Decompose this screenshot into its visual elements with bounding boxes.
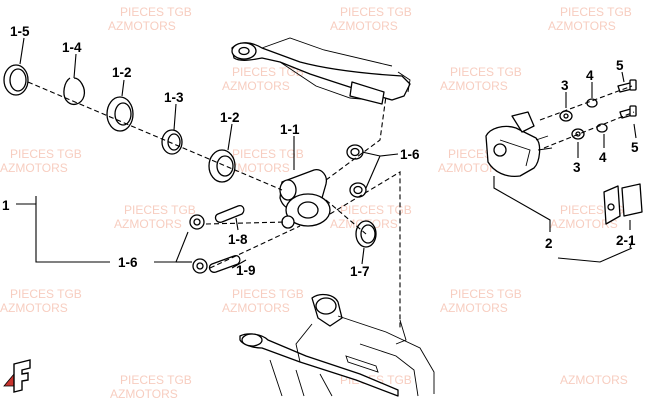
callout-4b: 4: [599, 150, 607, 165]
watermark-text: AZMOTORS: [108, 19, 176, 33]
watermark-text: AZMOTORS: [222, 79, 290, 93]
washer-3a: [559, 110, 573, 122]
cap-1-6c: [189, 214, 205, 230]
assembly-axis-lines: [27, 81, 401, 330]
cap-1-6a: [346, 144, 364, 160]
watermark-text: AZMOTORS: [438, 161, 506, 175]
bolt-5b: [619, 105, 637, 119]
callout-1-2a: 1-2: [112, 65, 132, 80]
callout-1-5: 1-5: [10, 24, 30, 39]
watermark-text: PIECES TGB: [340, 203, 412, 217]
watermark-text: AZMOTORS: [114, 217, 182, 231]
watermark-text: PIECES TGB: [124, 203, 196, 217]
watermark-text: PIECES TGB: [340, 5, 412, 19]
callout-1-6b: 1-6: [118, 255, 138, 270]
callout-1-1: 1-1: [280, 122, 300, 137]
callout-1-3: 1-3: [164, 90, 184, 105]
watermark-text: AZMOTORS: [548, 19, 616, 33]
callout-3b: 3: [573, 160, 581, 175]
watermark-text: AZMOTORS: [0, 161, 68, 175]
bolt-axis-lines: [539, 85, 635, 149]
callout-1-6a: 1-6: [400, 147, 420, 162]
seal-1-5: [3, 64, 29, 96]
callout-labels: 1-5 1-4 1-2 1-3 1-2 1-1 1-6 1 1-8 1-6 1-…: [2, 24, 639, 279]
cap-1-6d: [192, 258, 208, 274]
callout-1: 1: [2, 198, 10, 213]
watermark-text: AZMOTORS: [550, 217, 618, 231]
watermark-text: PIECES TGB: [560, 5, 632, 19]
callout-1-7: 1-7: [350, 264, 370, 279]
brake-pads: [603, 183, 643, 225]
watermark-text: PIECES TGB: [450, 65, 522, 79]
watermark-text: PIECES TGB: [232, 65, 304, 79]
watermark-text: PIECES TGB: [560, 203, 632, 217]
watermark-text: AZMOTORS: [560, 373, 628, 387]
watermark-text: AZMOTORS: [440, 301, 508, 315]
nut-4a: [586, 98, 598, 108]
callout-1-8: 1-8: [228, 232, 248, 247]
callout-1-2b: 1-2: [220, 110, 240, 125]
callout-5a: 5: [616, 58, 624, 73]
watermark-text: AZMOTORS: [222, 301, 290, 315]
azmotors-logo: [3, 359, 31, 393]
callout-4a: 4: [586, 68, 594, 83]
watermark-text: AZMOTORS: [110, 387, 178, 400]
watermark-text: AZMOTORS: [330, 19, 398, 33]
leader-lines: [16, 37, 637, 269]
nut-4b: [596, 123, 608, 133]
callout-5b: 5: [631, 140, 639, 155]
cap-1-6b: [349, 182, 367, 198]
bearing-1-2a: [106, 96, 134, 132]
callout-1-9: 1-9: [236, 263, 256, 278]
upper-a-arm: [231, 37, 411, 105]
circlip-1-4: [63, 77, 86, 106]
watermark-text: PIECES TGB: [450, 287, 522, 301]
bolt-5a: [617, 79, 637, 93]
sleeve-1-8: [214, 204, 245, 223]
ring-1-3: [161, 129, 183, 155]
watermark-text: AZMOTORS: [440, 79, 508, 93]
watermark-text: AZMOTORS: [0, 301, 68, 315]
watermark-text: PIECES TGB: [10, 147, 82, 161]
watermark-text: PIECES TGB: [232, 287, 304, 301]
bearing-1-2b: [208, 149, 236, 183]
callout-2-1: 2-1: [616, 233, 636, 248]
watermark-text: AZMOTORS: [222, 161, 290, 175]
callout-2: 2: [545, 236, 553, 251]
watermark-text: PIECES TGB: [10, 287, 82, 301]
watermark-text: PIECES TGB: [120, 5, 192, 19]
watermark-text: PIECES TGB: [232, 147, 304, 161]
pivot-knuckle: [279, 169, 331, 229]
brake-caliper: [485, 111, 553, 178]
callout-3a: 3: [561, 78, 569, 93]
watermark-text: PIECES TGB: [120, 373, 192, 387]
lower-a-arm: [239, 293, 435, 397]
callout-1-4: 1-4: [62, 40, 82, 55]
